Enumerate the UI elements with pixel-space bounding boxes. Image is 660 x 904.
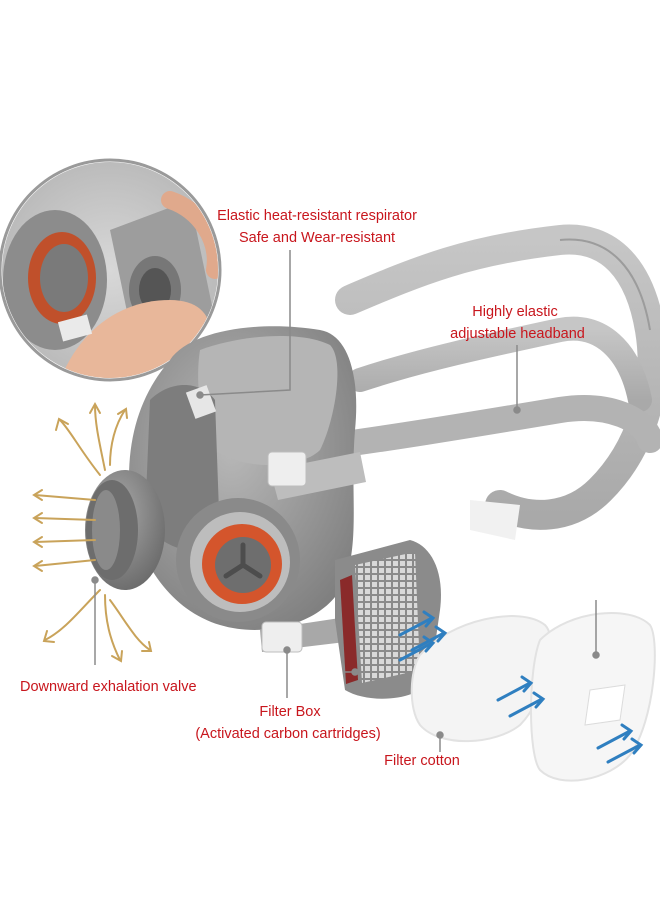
airflow-arrows	[398, 610, 644, 764]
filter-cotton-label: Filter cotton	[384, 753, 460, 769]
filter-cartridge	[335, 540, 441, 699]
headband-strap	[287, 224, 660, 530]
exhalation-valve	[85, 470, 165, 590]
inset-photo	[0, 158, 222, 382]
respirator-label-line1: Elastic heat-resistant respirator	[217, 208, 417, 224]
exhale-arrows	[32, 401, 153, 663]
leader-lines	[91, 250, 600, 752]
inhalation-port	[176, 498, 300, 622]
valve-label: Downward exhalation valve	[20, 679, 197, 695]
headband-label-line2: adjustable headband	[450, 326, 585, 342]
filter-box-label-line1: Filter Box	[259, 704, 321, 720]
respirator-label-line2: Safe and Wear-resistant	[238, 230, 396, 246]
mask-body	[129, 326, 520, 653]
filter-box-label-line2: (Activated carbon cartridges)	[195, 726, 381, 742]
headband-label-line1: Highly elastic	[472, 304, 558, 320]
